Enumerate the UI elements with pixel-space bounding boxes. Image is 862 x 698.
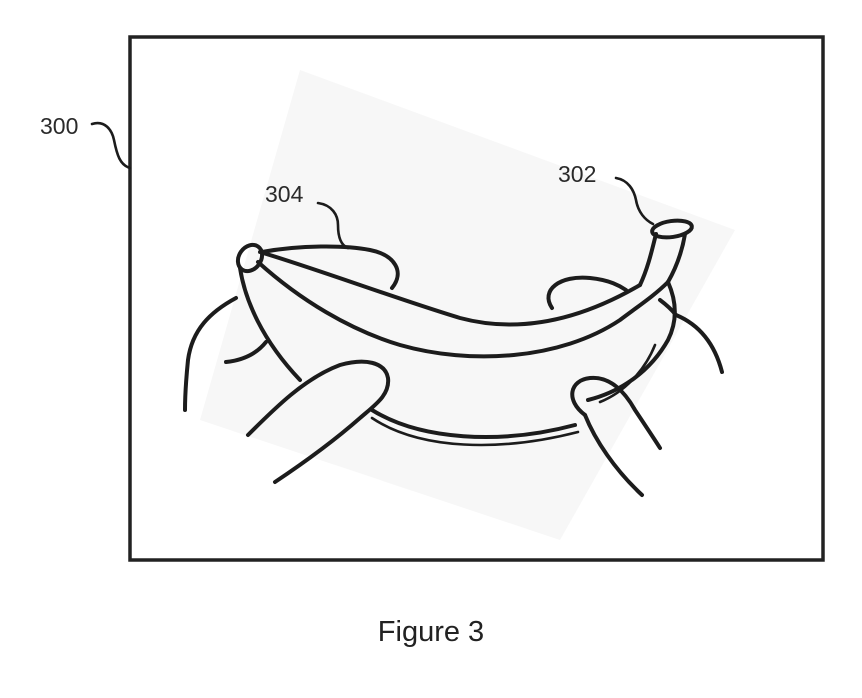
display-frame: [128, 35, 825, 562]
figure-caption: Figure 3: [377, 616, 485, 648]
leader-302: [614, 176, 655, 226]
leader-300: [90, 121, 132, 170]
hands-drawing: [183, 244, 724, 497]
label-302: 302: [558, 161, 596, 187]
label-300: 300: [40, 113, 78, 139]
screen-tint: [200, 70, 735, 540]
banana-drawing: [235, 218, 694, 447]
leader-304: [316, 201, 350, 250]
label-304: 304: [265, 181, 304, 207]
